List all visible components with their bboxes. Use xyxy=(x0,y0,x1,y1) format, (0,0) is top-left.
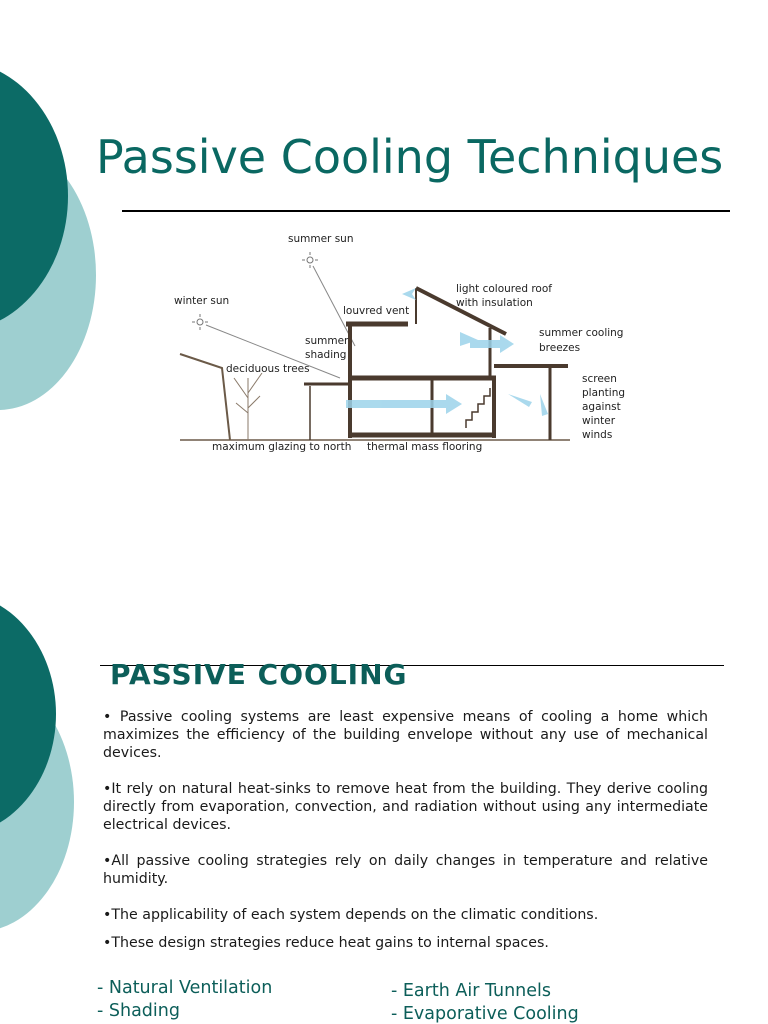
paragraph-3: •All passive cooling strategies rely on … xyxy=(103,853,708,887)
label-screen-1: screen xyxy=(582,373,617,385)
label-deciduous-trees: deciduous trees xyxy=(226,363,310,375)
label-summer-cooling-2: breezes xyxy=(539,342,580,354)
slide-title: Passive Cooling Techniques xyxy=(96,130,724,184)
winter-sun-icon xyxy=(192,314,208,330)
label-summer-shading-2: shading xyxy=(305,349,346,361)
slide-2: PASSIVE COOLING • Passive cooling system… xyxy=(0,512,768,1024)
paragraph-2: •It rely on natural heat-sinks to remove… xyxy=(103,781,708,833)
technique-list-left: - Natural Ventilation - Shading xyxy=(97,977,272,1023)
label-winter-sun: winter sun xyxy=(174,295,229,307)
label-summer-shading-1: summer xyxy=(305,335,349,347)
summer-sun-icon xyxy=(302,252,318,268)
label-louvred-vent: louvred vent xyxy=(343,305,409,317)
label-summer-sun: summer sun xyxy=(288,233,353,245)
technique-list-right: - Earth Air Tunnels - Evaporative Coolin… xyxy=(391,980,579,1024)
paragraph-4: •The applicability of each system depend… xyxy=(103,907,599,923)
label-screen-5: winds xyxy=(582,429,612,441)
label-screen-4: winter xyxy=(582,415,616,427)
slide-1: Passive Cooling Techniques xyxy=(0,60,730,453)
label-screen-3: against xyxy=(582,401,621,413)
title-divider xyxy=(122,210,730,212)
paragraph-5: •These design strategies reduce heat gai… xyxy=(103,935,549,951)
label-thermal-mass: thermal mass flooring xyxy=(367,441,482,453)
list-item: - Earth Air Tunnels xyxy=(391,981,552,1001)
section-heading: PASSIVE COOLING xyxy=(110,658,408,691)
list-item: - Evaporative Cooling xyxy=(391,1004,579,1024)
label-max-glazing: maximum glazing to north xyxy=(212,441,351,453)
passive-house-diagram: summer sun winter sun light coloured roo… xyxy=(174,233,625,453)
label-screen-2: planting xyxy=(582,387,625,399)
list-item: - Natural Ventilation xyxy=(97,978,273,998)
deciduous-tree-icon xyxy=(233,372,263,440)
paragraph-1: • Passive cooling systems are least expe… xyxy=(103,709,708,761)
list-item: - Shading xyxy=(97,1001,180,1021)
label-light-roof-2: with insulation xyxy=(456,297,533,309)
label-summer-cooling-1: summer cooling xyxy=(539,327,623,339)
label-light-roof-1: light coloured roof xyxy=(456,283,552,295)
heading-divider xyxy=(100,665,724,666)
